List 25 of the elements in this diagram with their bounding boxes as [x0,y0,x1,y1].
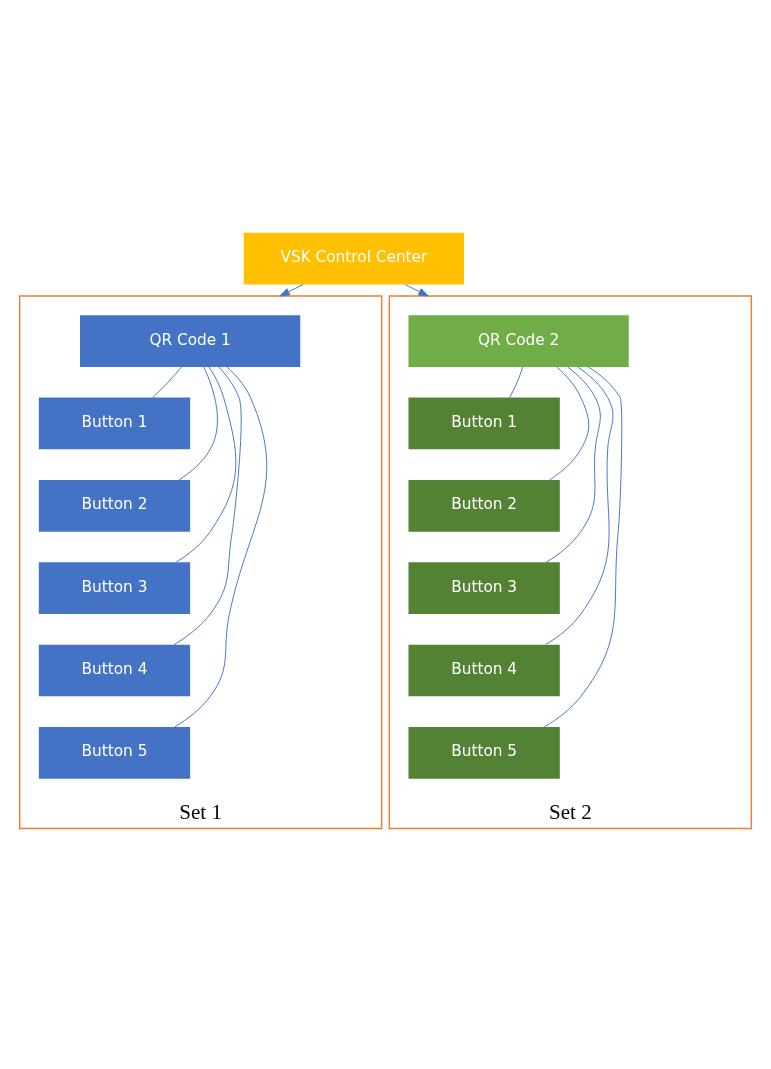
node-box: Button 5 [38,727,191,779]
node-box: Button 1 [38,397,191,450]
arrow [404,284,429,297]
node-box: QR Code 2 [408,315,629,367]
node-box: Button 3 [38,562,191,614]
node-box: Button 2 [408,479,560,532]
node-box: Button 2 [38,479,191,532]
node-box: Button 3 [408,562,560,614]
connector [175,366,237,563]
arrow [279,284,304,297]
node-box: Button 4 [38,644,191,697]
connector [152,366,182,398]
connector [549,366,590,481]
connector [173,366,242,646]
node-box: Button 5 [408,727,560,779]
connector [178,366,218,481]
connector [543,366,623,728]
node-box: Button 1 [408,397,560,450]
connector [509,366,524,398]
connector [545,366,614,645]
node-box: QR Code 1 [80,315,301,367]
node-box: Button 4 [408,644,560,697]
connector [545,366,601,563]
connector [174,366,268,728]
node-box: VSK Control Center [243,232,465,285]
